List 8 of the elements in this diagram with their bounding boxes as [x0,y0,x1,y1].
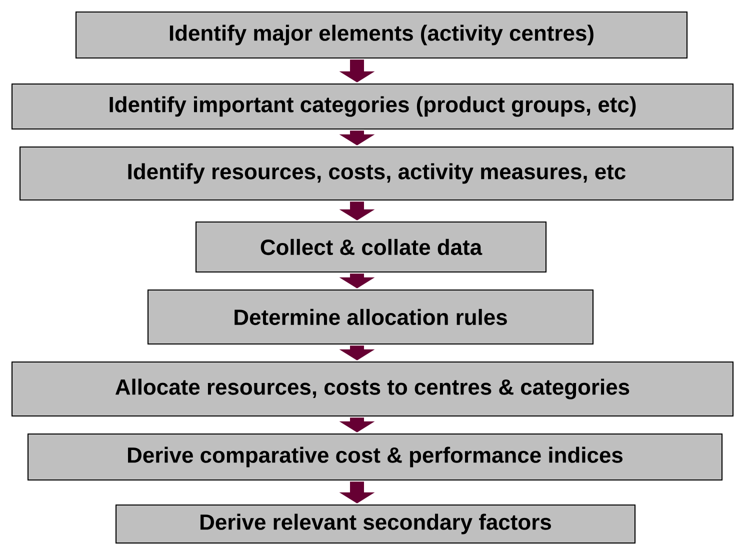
process-box: Identify resources, costs, activity measures, etc [19,146,734,201]
process-box: Identify major elements (activity centres) [75,11,688,59]
process-box: Derive comparative cost & performance indices [27,433,723,481]
process-box: Identify important categories (product groups, etc) [11,83,734,130]
process-box: Determine allocation rules [147,289,594,345]
process-box: Derive relevant secondary factors [115,504,636,544]
process-box: Allocate resources, costs to centres & categories [11,361,734,417]
process-box: Collect & collate data [195,221,547,273]
